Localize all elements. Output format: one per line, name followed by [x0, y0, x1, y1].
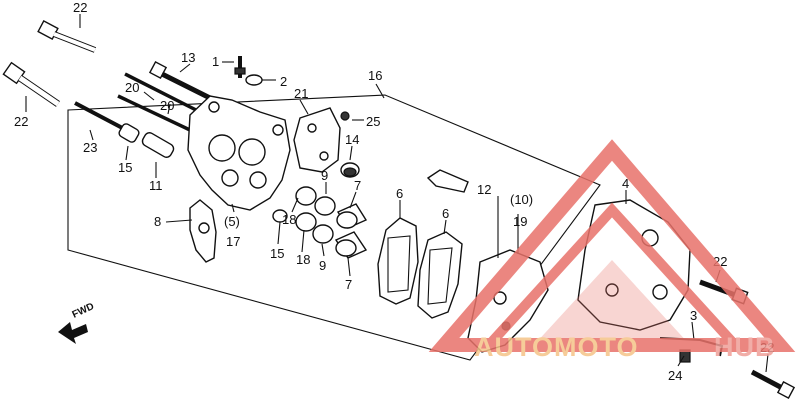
pin-20b	[117, 94, 191, 132]
seal-9-upper	[314, 196, 336, 216]
screw-25	[340, 111, 350, 121]
bolt-22-bottom	[750, 369, 796, 400]
watermark-triangle-icon	[428, 139, 796, 352]
callout-24: 24	[668, 368, 682, 383]
pin-20a	[124, 72, 201, 114]
callout-21: 21	[294, 86, 308, 101]
pad-spring-8	[189, 199, 217, 263]
callout-10: (10)	[510, 192, 533, 207]
callout-20a: 20	[125, 80, 139, 95]
callout-20b: 20	[160, 98, 174, 113]
callout-7-lower: 7	[345, 277, 352, 292]
piston-7-upper	[336, 203, 368, 229]
callout-1: 1	[212, 54, 219, 69]
callout-15-lower: 15	[270, 246, 284, 261]
caliper-body	[187, 95, 291, 211]
callout-15-upper: 15	[118, 160, 132, 175]
callout-6-left: 6	[396, 186, 403, 201]
bolt-22-top	[37, 19, 97, 53]
callout-9-upper: 9	[321, 168, 328, 183]
fwd-label: FWD	[71, 301, 96, 321]
watermark-text-automoto: AUTOMOTO	[474, 332, 639, 362]
callout-25: 25	[366, 114, 380, 129]
callout-22-left: 22	[14, 114, 28, 129]
leader-lines	[25, 14, 769, 373]
piston-7-lower	[334, 231, 368, 259]
watermark: AUTOMOTO HUB	[428, 139, 796, 362]
callout-6-right: 6	[442, 206, 449, 221]
callout-2: 2	[280, 74, 287, 89]
callout-8: 8	[154, 214, 161, 229]
callout-16: 16	[368, 68, 382, 83]
watermark-text-hub: HUB	[714, 332, 776, 362]
callout-7-upper: 7	[354, 178, 361, 193]
cap-14	[340, 162, 360, 178]
bolt-22-left	[2, 61, 60, 107]
callout-18-lower: 18	[296, 252, 310, 267]
callout-23: 23	[83, 140, 97, 155]
callout-18-upper: 18	[282, 212, 296, 227]
seal-9-lower	[312, 224, 334, 244]
seal-18-upper	[295, 186, 317, 206]
callout-17: 17	[226, 234, 240, 249]
seal-18-lower	[295, 212, 317, 232]
sleeve-11	[141, 132, 175, 158]
callout-22-top: 22	[73, 0, 87, 15]
callout-14: 14	[345, 132, 359, 147]
callout-12: 12	[477, 182, 491, 197]
callout-19: 19	[513, 214, 527, 229]
pad-retainer-clip	[426, 169, 469, 193]
pad-shim-21	[293, 107, 341, 173]
callout-13: 13	[181, 50, 195, 65]
boot-15	[118, 123, 140, 143]
pin-13	[148, 60, 212, 101]
brake-pad-6b	[417, 231, 463, 319]
bleeder-valve	[234, 56, 246, 78]
callout-3: 3	[690, 308, 697, 323]
callout-5: (5)	[224, 214, 240, 229]
brake-pad-6a	[377, 217, 419, 305]
callout-9-lower: 9	[319, 258, 326, 273]
callout-4: 4	[622, 176, 629, 191]
fwd-arrow: FWD	[58, 301, 96, 344]
bleeder-cap	[245, 74, 263, 86]
callout-11: 11	[149, 178, 163, 193]
bolt-23	[74, 101, 131, 134]
